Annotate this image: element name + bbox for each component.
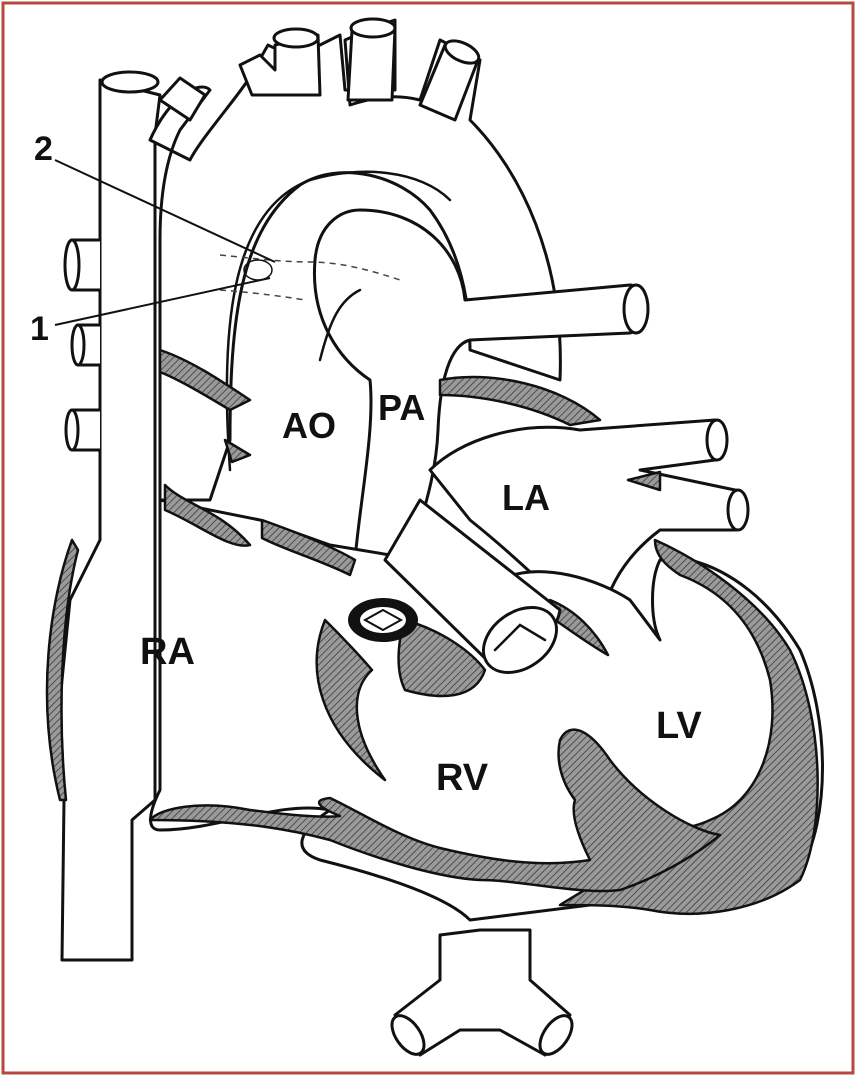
label-rv: RV bbox=[436, 757, 489, 799]
label-ra: RA bbox=[140, 631, 195, 673]
vena-cava bbox=[60, 72, 160, 960]
descending-aorta bbox=[386, 930, 579, 1060]
callout-label-2: 2 bbox=[34, 130, 53, 168]
callout-label-1: 1 bbox=[30, 310, 49, 348]
label-pa: PA bbox=[378, 387, 425, 428]
label-ao: AO bbox=[282, 405, 336, 446]
label-la: LA bbox=[502, 477, 550, 518]
label-lv: LV bbox=[656, 705, 702, 747]
pulmonary-valve bbox=[348, 598, 418, 642]
